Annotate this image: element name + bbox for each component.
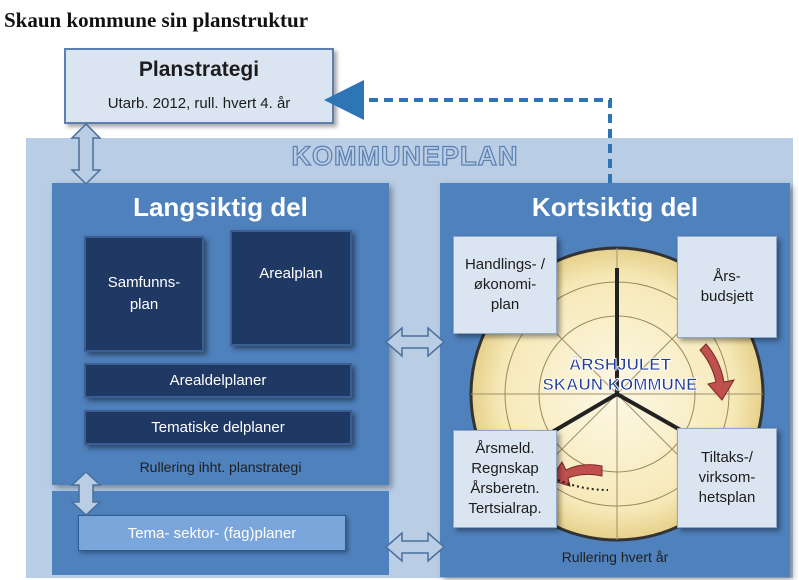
arealplan-box: Arealplan [230,230,352,346]
arealdelplaner-label: Arealdelplaner [169,372,267,389]
aarshjul-line-1: ÅRSHJULET [568,355,672,375]
aarsbudsjett-box: Års- budsjett [677,236,777,338]
rullering-hvert-aar-label: Rullering hvert år [561,549,669,565]
aarsmelding-label: Årsmeld. Regnskap Årsberetn. Tertsialrap… [468,439,542,518]
aarshjul-title: ÅRSHJULET SKAUN KOMMUNE [500,355,740,396]
aarshjul-line-2: SKAUN KOMMUNE [542,375,698,395]
aarsmelding-box: Årsmeld. Regnskap Årsberetn. Tertsialrap… [453,430,557,528]
samfunnsplan-box: Samfunns- plan [84,236,204,352]
arealplan-label: Arealplan [259,265,323,282]
tematiske-delplaner-label: Tematiske delplaner [151,419,285,436]
planstrategi-box: Planstrategi Utarb. 2012, rull. hvert 4.… [64,48,334,124]
langsiktig-title: Langsiktig del [133,192,308,222]
planstrategi-title: Planstrategi [138,58,260,81]
kortsiktig-title: Kortsiktig del [531,192,699,222]
kommuneplan-title: KOMMUNEPLAN [291,140,519,171]
planstrategi-subtitle: Utarb. 2012, rull. hvert 4. år [107,95,291,112]
samfunnsplan-label: Samfunns- plan [107,274,181,313]
tema-sektor-box: Tema- sektor- (fag)planer [78,515,346,551]
tema-sektor-label: Tema- sektor- (fag)planer [127,524,297,542]
cycle-arrow-bottom [549,461,603,487]
tiltaks-virksomhetsplan-box: Tiltaks-/ virksom- hetsplan [677,428,777,528]
rullering-planstrategi-label: Rullering ihht. planstrategi [139,459,302,475]
aarsbudsjett-label: Års- budsjett [700,267,754,305]
handlings-okonomiplan-box: Handlings- / økonomi- plan [453,236,557,334]
arealdelplaner-box: Arealdelplaner [84,363,352,398]
tematiske-delplaner-box: Tematiske delplaner [84,410,352,445]
handlings-okonomiplan-label: Handlings- / økonomi- plan [464,255,546,314]
page-title: Skaun kommune sin planstruktur [4,8,309,32]
tiltaks-virksomhetsplan-label: Tiltaks-/ virksom- hetsplan [698,448,756,507]
cycle-arrow-right [699,343,736,401]
